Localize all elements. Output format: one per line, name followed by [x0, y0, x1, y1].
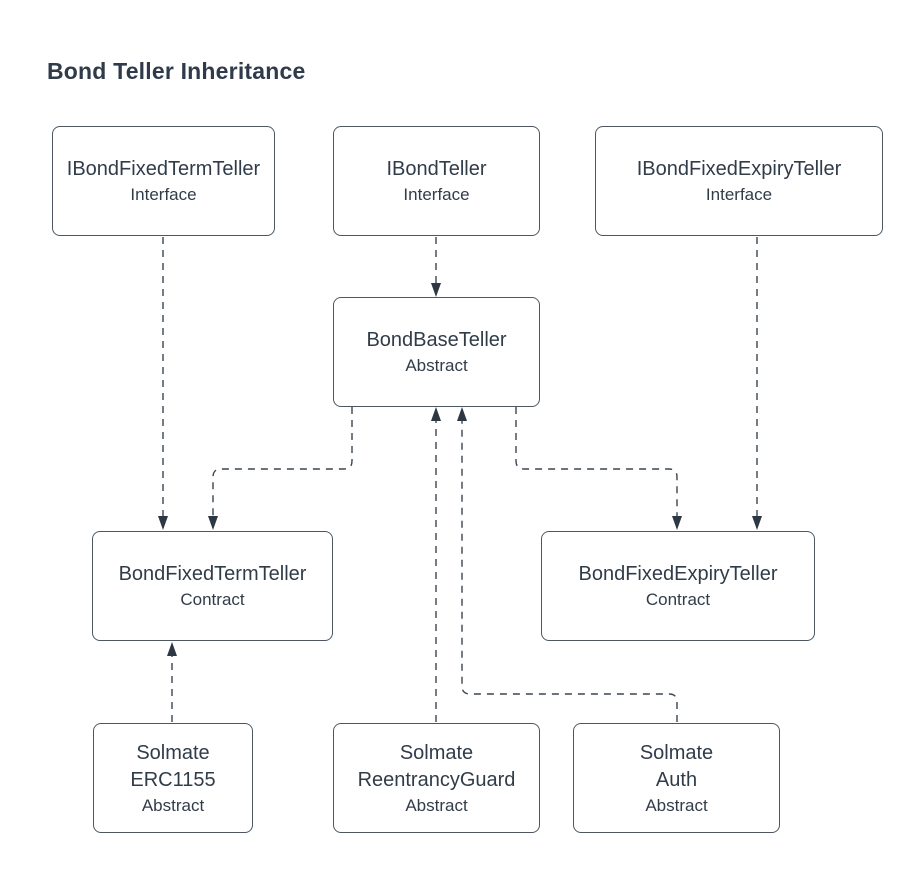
node-solmate-reentrancyguard: Solmate ReentrancyGuard Abstract [333, 723, 540, 833]
node-label: Solmate [639, 741, 714, 764]
node-label-line2: ERC1155 [130, 768, 216, 791]
node-stereotype: Contract [645, 590, 711, 609]
node-label: IBondFixedTermTeller [66, 158, 261, 180]
edge-solmateerc1155-to-bondfixedtermteller [167, 642, 177, 722]
node-label-line2: Auth [655, 768, 698, 791]
node-label: IBondFixedExpiryTeller [636, 158, 842, 180]
edge-ibondfixedtermteller-to-bondfixedtermteller [158, 237, 168, 530]
node-bondfixedexpiryteller: BondFixedExpiryTeller Contract [541, 531, 815, 641]
node-stereotype: Interface [403, 185, 470, 204]
node-label: BondFixedExpiryTeller [578, 563, 778, 585]
arrowhead-down-icon [672, 516, 682, 530]
node-ibondteller: IBondTeller Interface [333, 126, 540, 236]
node-stereotype: Interface [130, 185, 197, 204]
edge-solmateauth-to-bondbaseteller [457, 407, 678, 722]
edge-bondbaseteller-to-bondfixedtermteller [208, 407, 353, 530]
edge-line [212, 407, 353, 516]
node-ibondfixedtermteller: IBondFixedTermTeller Interface [52, 126, 275, 236]
node-solmate-erc1155: Solmate ERC1155 Abstract [93, 723, 253, 833]
node-stereotype: Abstract [141, 795, 205, 815]
edge-line [461, 421, 678, 722]
node-label: BondBaseTeller [366, 329, 507, 351]
edge-line [515, 407, 678, 516]
node-stereotype: Abstract [405, 356, 468, 375]
arrowhead-down-icon [752, 516, 762, 530]
node-stereotype: Interface [705, 185, 773, 204]
edge-ibondfixedexpiryteller-to-bondfixedexpiryteller [752, 237, 762, 530]
arrowhead-up-icon [167, 642, 177, 656]
arrowhead-down-icon [208, 516, 218, 530]
node-stereotype: Contract [180, 590, 245, 609]
edge-bondbaseteller-to-bondfixedexpiryteller [515, 407, 682, 530]
node-label: BondFixedTermTeller [118, 563, 307, 585]
diagram-title: Bond Teller Inheritance [47, 58, 306, 84]
node-solmate-auth: Solmate Auth Abstract [573, 723, 780, 833]
edge-ibondteller-to-bondbaseteller [431, 237, 441, 297]
node-label: IBondTeller [386, 158, 487, 180]
node-stereotype: Abstract [645, 795, 708, 815]
node-stereotype: Abstract [405, 795, 468, 815]
node-label: Solmate [399, 741, 474, 764]
node-bondfixedtermteller: BondFixedTermTeller Contract [92, 531, 333, 641]
node-label: Solmate [136, 741, 210, 764]
arrowhead-up-icon [431, 407, 441, 421]
node-bondbaseteller: BondBaseTeller Abstract [333, 297, 540, 407]
node-ibondfixedexpiryteller: IBondFixedExpiryTeller Interface [595, 126, 883, 236]
edge-solmatereentrancyguard-to-bondbaseteller [431, 407, 441, 722]
node-label-line2: ReentrancyGuard [357, 768, 516, 791]
arrowhead-down-icon [158, 516, 168, 530]
arrowhead-up-icon [457, 407, 467, 421]
arrowhead-down-icon [431, 283, 441, 297]
